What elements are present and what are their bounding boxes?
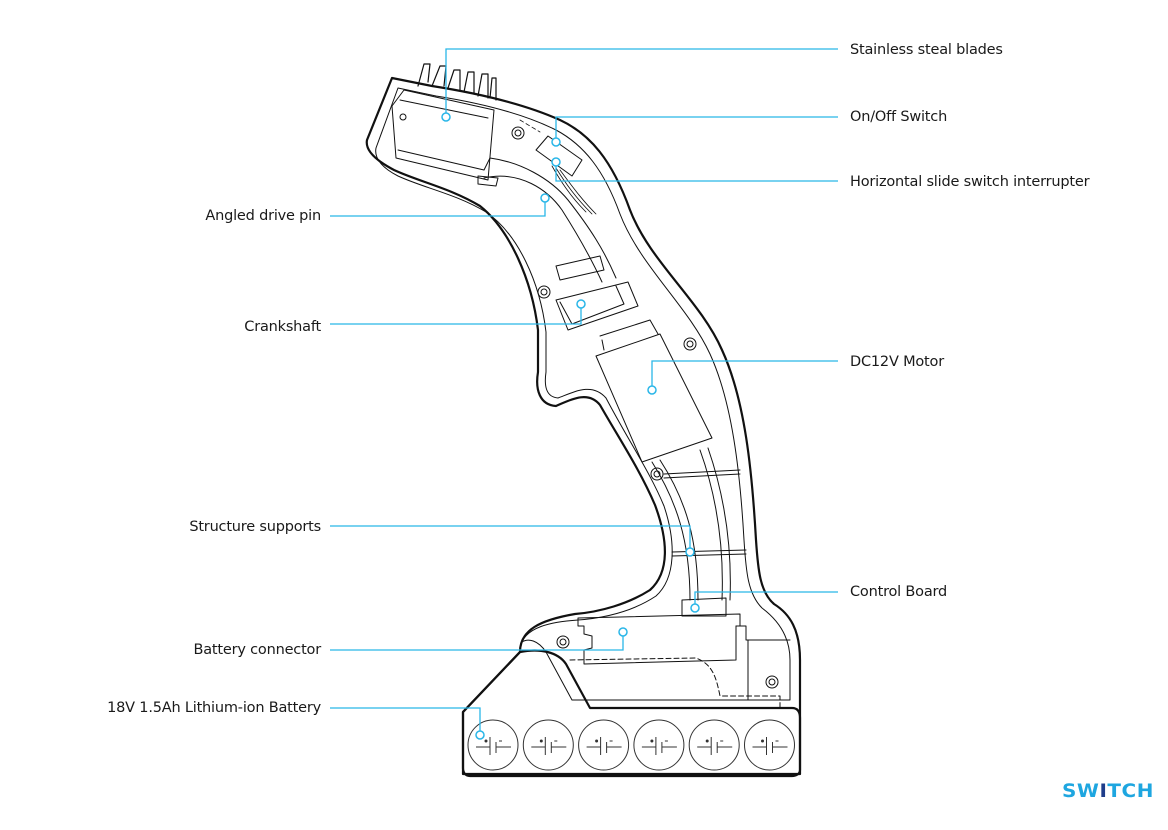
label-on-off-switch: On/Off Switch xyxy=(850,109,948,125)
on-off-switch xyxy=(535,135,583,177)
wires xyxy=(651,447,731,601)
screw xyxy=(511,126,525,140)
battery-connector xyxy=(577,613,741,665)
battery-cell xyxy=(467,719,519,771)
leader-battery xyxy=(330,707,481,731)
leader-crankshaft-marker xyxy=(576,299,586,309)
label-dc12v-motor: DC12V Motor xyxy=(850,354,944,370)
screw xyxy=(650,467,664,481)
battery-cell-icon xyxy=(476,737,511,755)
motor-body xyxy=(595,319,713,463)
battery-cell-icon xyxy=(586,737,622,755)
screw xyxy=(556,635,570,649)
battery-cell xyxy=(522,719,574,771)
leader-crankshaft xyxy=(330,308,582,325)
battery-cell-icon xyxy=(531,737,567,755)
leader-battery-marker xyxy=(475,730,485,740)
leader-motor xyxy=(651,360,838,386)
battery-pack xyxy=(461,649,802,778)
inner-shell xyxy=(375,87,791,701)
leader-control-board xyxy=(694,591,838,604)
drive-rail xyxy=(483,157,617,283)
leader-control-board-marker xyxy=(690,603,700,613)
label-stainless-steel-blades: Stainless steal blades xyxy=(850,42,1003,58)
label-lithium-ion-battery: 18V 1.5Ah Lithium-ion Battery xyxy=(107,700,321,716)
label-structure-supports: Structure supports xyxy=(189,519,321,535)
leader-blades xyxy=(445,48,838,113)
leader-battery-connector-marker xyxy=(618,627,628,637)
leader-drive-pin xyxy=(330,202,546,217)
battery-cell-icon xyxy=(641,737,677,755)
screw xyxy=(765,675,779,689)
label-battery-connector: Battery connector xyxy=(193,642,321,658)
screw xyxy=(537,285,551,299)
label-horizontal-slide-switch: Horizontal slide switch interrupter xyxy=(850,174,1090,190)
battery-cell-icon xyxy=(752,737,788,755)
battery-cell xyxy=(688,719,740,771)
structure-supports xyxy=(663,469,747,557)
battery-cell xyxy=(578,719,630,771)
leader-interrupter xyxy=(555,166,838,182)
screw xyxy=(399,113,407,121)
battery-cells xyxy=(467,719,795,771)
outer-shell xyxy=(365,76,802,776)
leader-interrupter-marker xyxy=(551,157,561,167)
logo-text-end: TCH xyxy=(1107,780,1154,802)
blade-housing xyxy=(391,89,495,181)
leader-battery-connector xyxy=(330,636,624,651)
switch-logo: SWITCH xyxy=(1062,780,1154,802)
label-crankshaft: Crankshaft xyxy=(244,319,321,335)
leader-drive-pin-marker xyxy=(540,193,550,203)
screw xyxy=(683,337,697,351)
leader-supports xyxy=(330,525,691,548)
logo-text-start: SW xyxy=(1062,780,1100,802)
blade-teeth xyxy=(417,63,497,101)
logo-text-i: I xyxy=(1099,780,1108,802)
battery-cell xyxy=(633,719,685,771)
leader-switch-marker xyxy=(551,137,561,147)
label-control-board: Control Board xyxy=(850,584,948,600)
leader-switch xyxy=(555,116,838,138)
leader-motor-marker xyxy=(647,385,657,395)
leader-lines xyxy=(330,48,838,740)
control-board xyxy=(681,597,727,617)
leader-supports-marker xyxy=(685,547,695,557)
battery-cell xyxy=(744,719,795,771)
leader-blades-marker xyxy=(441,112,451,122)
battery-cell-icon xyxy=(697,737,733,755)
label-angled-drive-pin: Angled drive pin xyxy=(205,208,321,224)
crankshaft-block xyxy=(555,255,639,331)
